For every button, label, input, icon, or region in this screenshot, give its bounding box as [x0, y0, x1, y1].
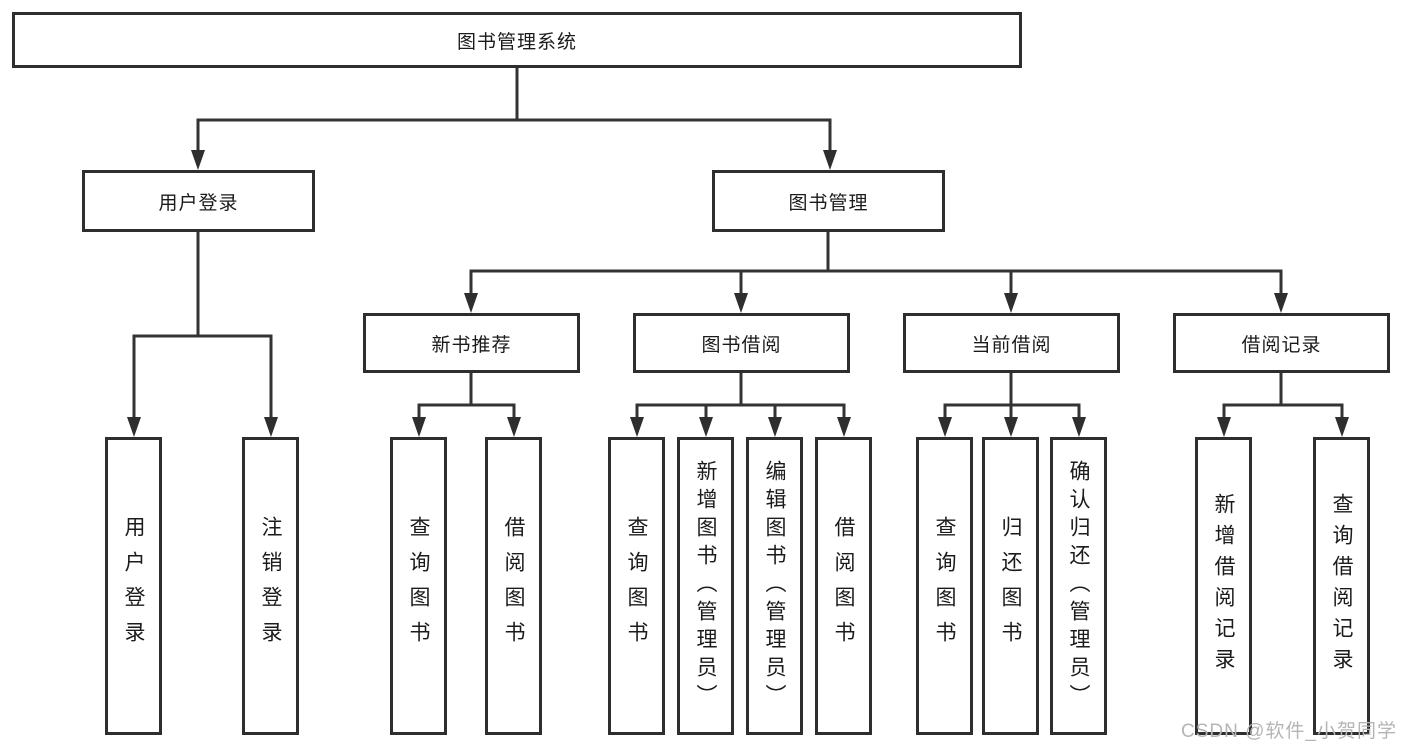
node-label: 图书借阅 [701, 334, 782, 356]
arrowhead-icon [1004, 417, 1018, 437]
node-label: 编辑图书（管理员） [763, 460, 786, 712]
arrowhead-icons [127, 150, 1349, 437]
arrowhead-icon [507, 417, 521, 437]
node-label: 查询图书 [407, 516, 430, 656]
leaf-add-book-admin: 新增图书（管理员） [677, 437, 734, 735]
arrowhead-icon [464, 293, 478, 313]
leaf-user-login: 用户登录 [105, 437, 162, 735]
arrowhead-icon [1072, 417, 1086, 437]
arrowhead-icon [734, 293, 748, 313]
leaf-borrow-books-recommend: 借阅图书 [485, 437, 542, 735]
node-book-management-module: 图书管理 [712, 170, 945, 232]
node-label: 确认归还（管理员） [1067, 460, 1090, 712]
leaf-return-books: 归还图书 [982, 437, 1039, 735]
node-label: 新增图书（管理员） [694, 460, 717, 712]
arrowhead-icon [127, 417, 141, 437]
arrowhead-icon [768, 417, 782, 437]
leaf-query-borrow-record: 查询借阅记录 [1313, 437, 1370, 735]
node-borrowing-records: 借阅记录 [1173, 313, 1390, 373]
node-label: 图书管理 [788, 192, 869, 214]
node-label: 新增借阅记录 [1212, 493, 1235, 679]
node-label: 用户登录 [158, 192, 239, 214]
arrowhead-icon [823, 150, 837, 170]
leaf-query-books-borrowing: 查询图书 [608, 437, 665, 735]
node-current-borrowing: 当前借阅 [903, 313, 1120, 373]
node-new-book-recommend: 新书推荐 [363, 313, 580, 373]
arrowhead-icon [699, 417, 713, 437]
arrowhead-icon [1004, 293, 1018, 313]
node-label: 当前借阅 [971, 334, 1052, 356]
arrowhead-icon [264, 417, 278, 437]
arrowhead-icon [630, 417, 644, 437]
node-label: 借阅图书 [832, 516, 855, 656]
node-book-borrowing: 图书借阅 [633, 313, 850, 373]
node-user-login-module: 用户登录 [82, 170, 315, 232]
watermark: CSDN @软件_小贺同学 [1181, 721, 1397, 742]
arrowhead-icon [1217, 417, 1231, 437]
arrowhead-icon [1335, 417, 1349, 437]
leaf-query-books-current: 查询图书 [916, 437, 973, 735]
node-label: 查询图书 [625, 516, 648, 656]
node-label: 注销登录 [259, 516, 282, 656]
arrowhead-icon [1274, 293, 1288, 313]
arrowhead-icon [938, 417, 952, 437]
node-label: 借阅记录 [1241, 334, 1322, 356]
arrowhead-icon [191, 150, 205, 170]
leaf-edit-book-admin: 编辑图书（管理员） [746, 437, 803, 735]
leaf-logout: 注销登录 [242, 437, 299, 735]
node-label: 用户登录 [122, 516, 145, 656]
node-label: 借阅图书 [502, 516, 525, 656]
arrowhead-icon [837, 417, 851, 437]
leaf-confirm-return-admin: 确认归还（管理员） [1050, 437, 1107, 735]
node-label: 图书管理系统 [456, 31, 577, 53]
node-label: 归还图书 [999, 516, 1022, 656]
node-label: 新书推荐 [431, 334, 512, 356]
node-root-system: 图书管理系统 [12, 12, 1022, 68]
arrowhead-icon [412, 417, 426, 437]
node-label: 查询图书 [933, 516, 956, 656]
leaf-query-books-recommend: 查询图书 [390, 437, 447, 735]
node-label: 查询借阅记录 [1330, 493, 1353, 679]
leaf-borrow-books: 借阅图书 [815, 437, 872, 735]
leaf-add-borrow-record: 新增借阅记录 [1195, 437, 1252, 735]
